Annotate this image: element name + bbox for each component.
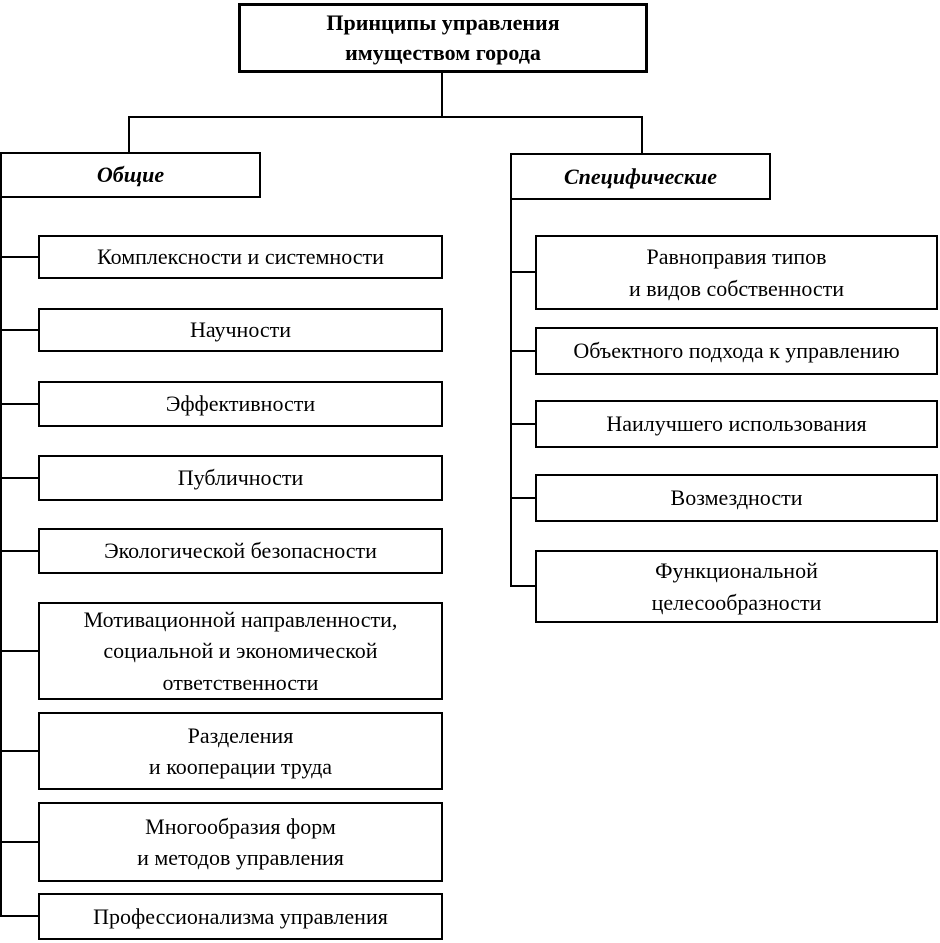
connector-drop-general [128, 116, 130, 152]
node-specific-1: Равноправия типов и видов собственности [535, 235, 938, 310]
node-general-2-label: Научности [189, 317, 292, 343]
connector-stub-general-4 [2, 477, 38, 479]
node-specific-4: Возмездности [535, 474, 938, 522]
connector-drop-specific [641, 116, 643, 153]
node-specific-4-label: Возмездности [670, 485, 803, 511]
node-general-5: Экологической безопасности [38, 528, 443, 574]
node-general-7-label: Разделения и кооперации труда [148, 722, 333, 779]
connector-stub-specific-4 [512, 497, 535, 499]
node-specific-2: Объектного подхода к управлению [535, 327, 938, 375]
connector-title-stem [441, 73, 443, 117]
node-header-specific-label: Специфические [563, 163, 718, 189]
connector-spine-general [0, 197, 2, 917]
connector-spine-specific [510, 199, 512, 587]
connector-stub-general-8 [2, 841, 38, 843]
node-general-8-label: Многообразия форм и методов управления [137, 813, 344, 870]
node-header-general-label: Общие [96, 162, 165, 188]
node-general-7: Разделения и кооперации труда [38, 712, 443, 790]
node-general-9-label: Профессионализма управления [93, 903, 388, 929]
node-general-6-label: Мотивационной направленности, социальной… [83, 607, 398, 695]
connector-stub-general-9 [2, 915, 38, 917]
node-specific-3: Наилучшего использования [535, 400, 938, 448]
node-general-9: Профессионализма управления [38, 893, 443, 940]
node-specific-3-label: Наилучшего использования [606, 411, 867, 437]
node-general-4-label: Публичности [177, 465, 304, 491]
connector-stub-general-6 [2, 650, 38, 652]
connector-stub-specific-5 [512, 585, 535, 587]
node-specific-5-label: Функциональной целесообразности [651, 558, 822, 615]
node-title: Принципы управления имуществом города [238, 3, 648, 73]
node-general-8: Многообразия форм и методов управления [38, 802, 443, 882]
node-general-4: Публичности [38, 455, 443, 501]
connector-stub-general-1 [2, 256, 38, 258]
node-header-specific: Специфические [510, 153, 771, 200]
node-general-5-label: Экологической безопасности [104, 538, 377, 564]
node-general-3: Эффективности [38, 381, 443, 427]
node-specific-5: Функциональной целесообразности [535, 550, 938, 623]
node-title-label: Принципы управления имуществом города [326, 10, 560, 65]
node-general-6: Мотивационной направленности, социальной… [38, 602, 443, 700]
node-specific-2-label: Объектного подхода к управлению [573, 338, 900, 364]
connector-stub-general-5 [2, 550, 38, 552]
node-general-2: Научности [38, 308, 443, 352]
connector-stub-general-3 [2, 403, 38, 405]
connector-stub-specific-3 [512, 423, 535, 425]
connector-stub-general-7 [2, 750, 38, 752]
node-general-3-label: Эффективности [165, 391, 316, 417]
connector-branch-bar [128, 116, 643, 118]
node-general-1-label: Комплексности и системности [97, 244, 384, 270]
node-general-1: Комплексности и системности [38, 235, 443, 279]
connector-stub-specific-2 [512, 350, 535, 352]
node-header-general: Общие [0, 152, 261, 198]
node-specific-1-label: Равноправия типов и видов собственности [628, 244, 845, 301]
connector-stub-general-2 [2, 329, 38, 331]
connector-stub-specific-1 [512, 271, 535, 273]
